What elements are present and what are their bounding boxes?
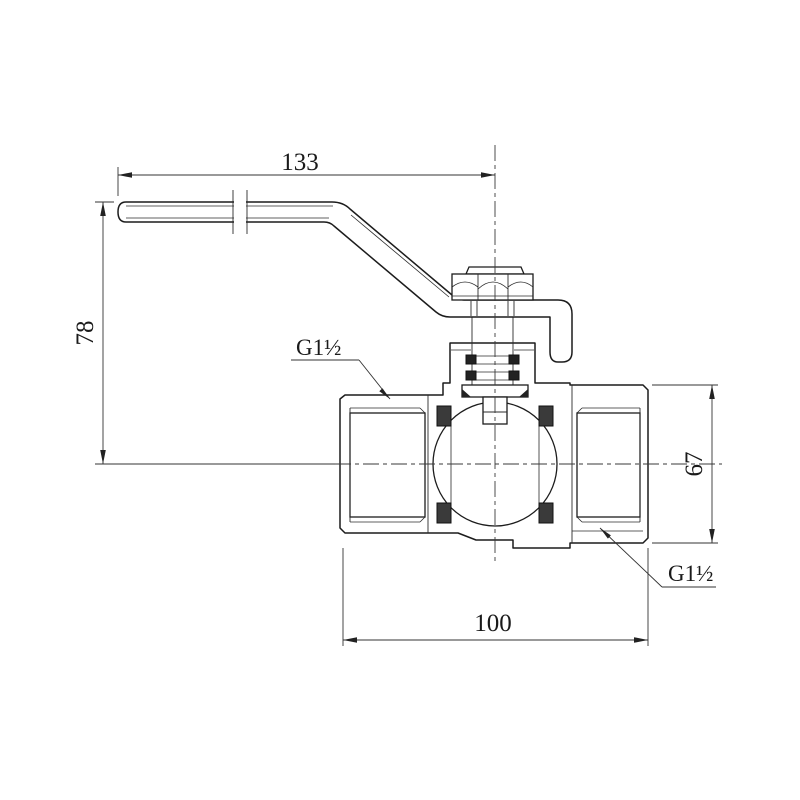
thread-label-top: G1½ bbox=[291, 335, 391, 400]
thread-label-bottom: G1½ bbox=[599, 527, 716, 588]
right-port-bore bbox=[576, 407, 641, 523]
handle-break-gap bbox=[234, 197, 246, 227]
dimension-78: 78 bbox=[72, 201, 335, 465]
flange-seal-right bbox=[519, 389, 528, 397]
stem-nut bbox=[451, 266, 534, 316]
dimension-67: 67 bbox=[652, 384, 718, 544]
stem-channel bbox=[472, 344, 513, 385]
thread-label-top-text: G1½ bbox=[296, 335, 341, 360]
dim-text-78: 78 bbox=[72, 321, 99, 346]
valve-body bbox=[339, 317, 649, 549]
dim-text-133: 133 bbox=[281, 149, 319, 176]
centerlines bbox=[335, 145, 722, 562]
dimension-100: 100 bbox=[342, 548, 649, 646]
ball-seats bbox=[436, 405, 554, 524]
dim-text-100: 100 bbox=[474, 610, 512, 637]
body-section-hatched bbox=[339, 342, 649, 549]
flange-seal-left bbox=[462, 389, 471, 397]
dimension-133: 133 bbox=[117, 149, 495, 196]
thread-label-bottom-text: G1½ bbox=[668, 561, 713, 586]
handle-section-hatched bbox=[117, 201, 573, 363]
stem-through-plate bbox=[470, 301, 515, 316]
lever-handle bbox=[117, 190, 573, 363]
left-port-bore bbox=[349, 407, 426, 523]
handle-inner-diagonal bbox=[350, 214, 450, 298]
stem-o-rings bbox=[465, 354, 520, 381]
dim-text-67: 67 bbox=[681, 452, 708, 477]
